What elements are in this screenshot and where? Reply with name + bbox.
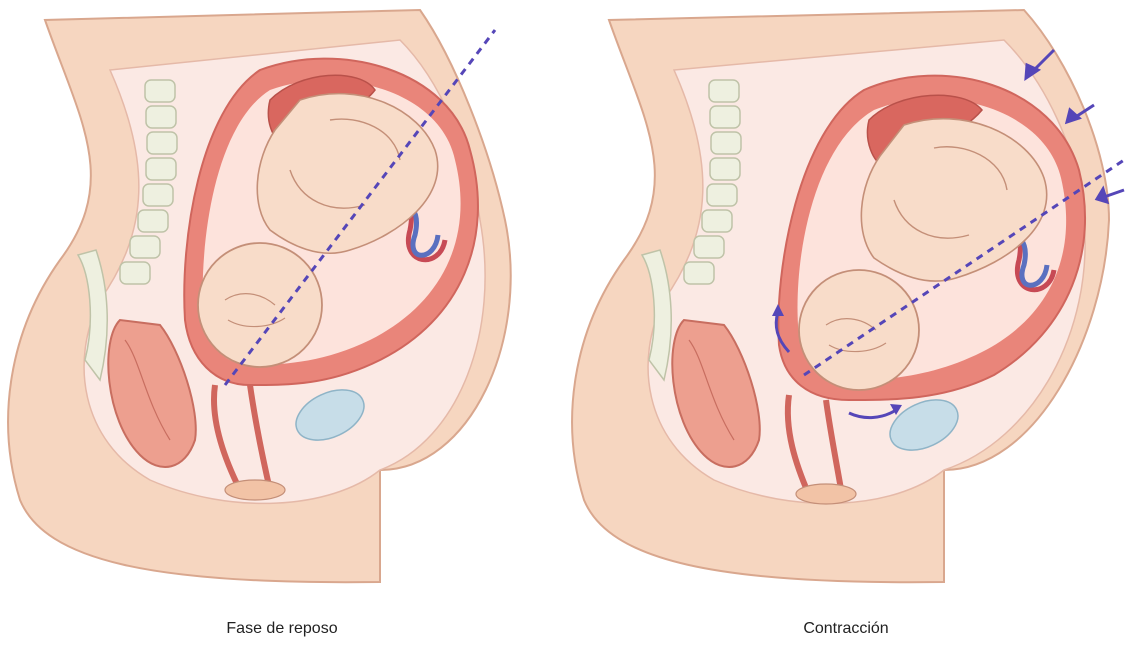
panel-rest: Fase de reposo (0, 0, 564, 646)
fetus-head (198, 243, 322, 367)
caption-rest: Fase de reposo (0, 620, 564, 638)
perineum (796, 484, 856, 504)
fetus-head (799, 270, 919, 390)
caption-contraction: Contracción (564, 620, 1128, 638)
illustration-rest (0, 0, 564, 610)
panel-contraction: Contracción (564, 0, 1128, 646)
perineum (225, 480, 285, 500)
illustration-contraction (564, 0, 1128, 610)
